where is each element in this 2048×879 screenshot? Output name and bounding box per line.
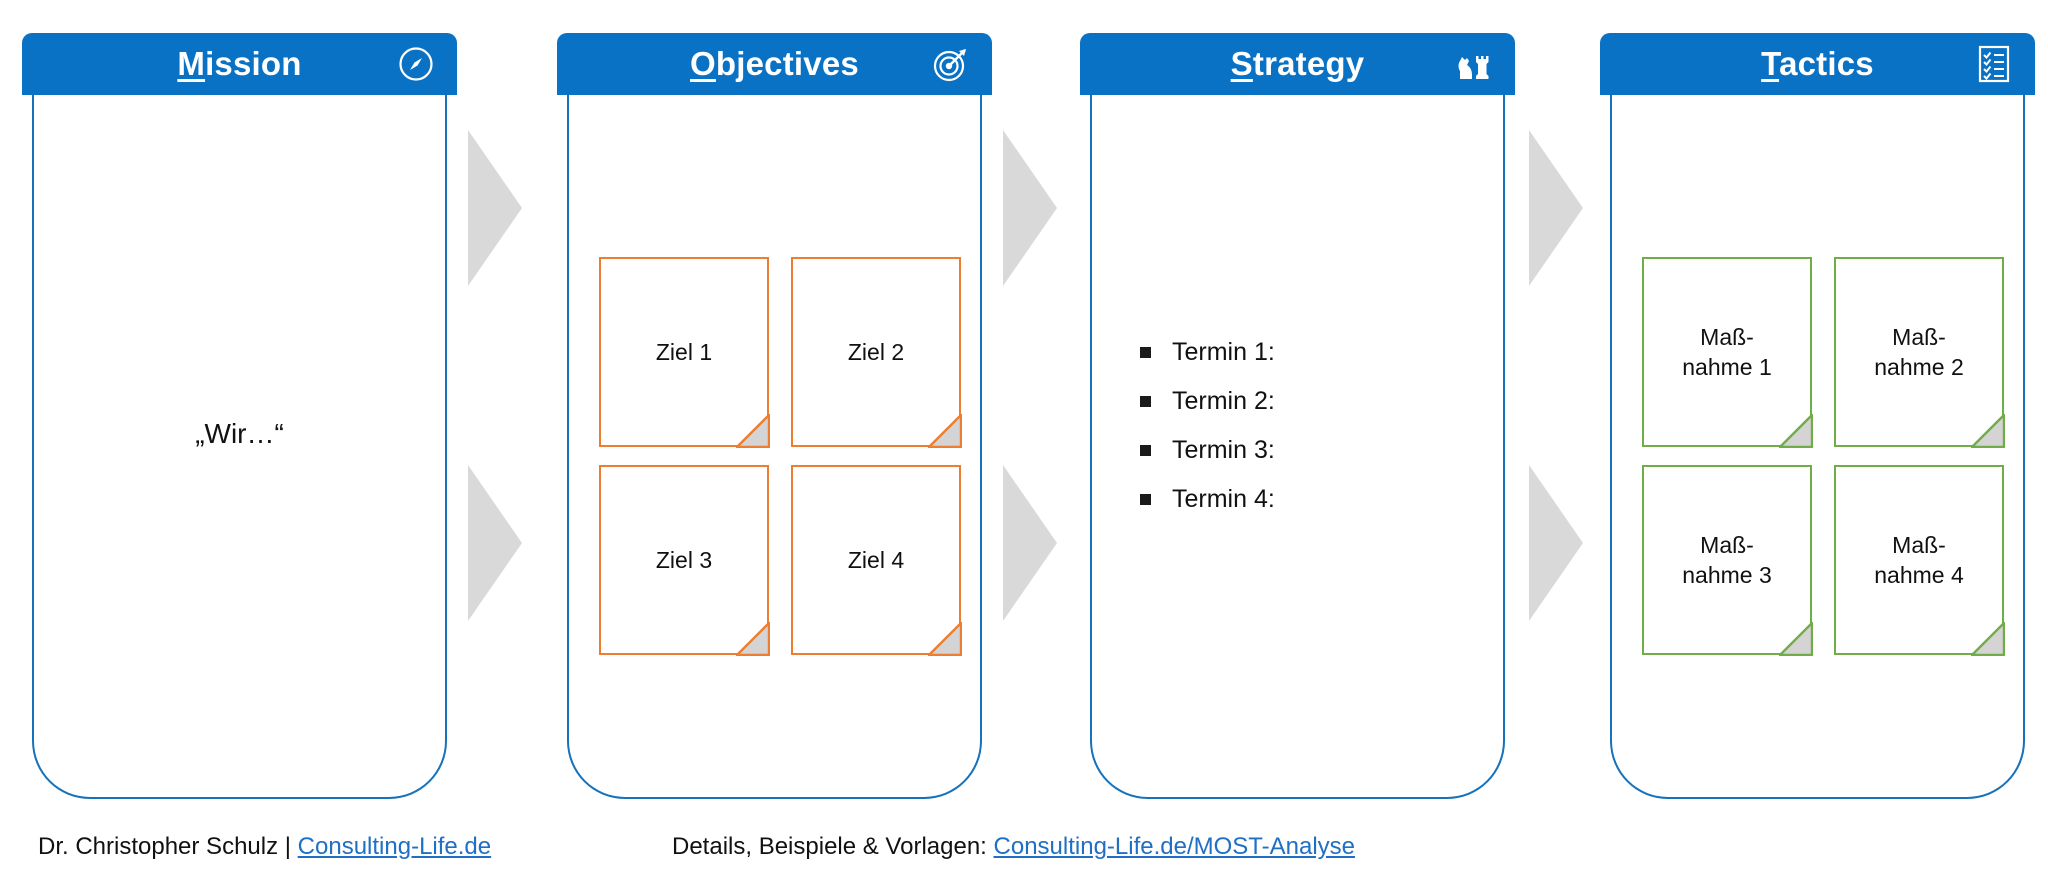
objectives-panel-body: Ziel 1 Ziel 2 (567, 73, 982, 799)
note-label-line2: nahme 3 (1682, 562, 1772, 588)
tactics-title: Tactics (1761, 45, 1874, 83)
note-label: Maß-nahme 1 (1676, 322, 1778, 383)
flow-arrow-3-top (1527, 128, 1585, 288)
mission-title-mnemonic: M (177, 45, 206, 82)
flow-arrow-2-bottom (1001, 463, 1059, 623)
note-label-line2: nahme 1 (1682, 354, 1772, 380)
square-bullet-icon (1140, 346, 1151, 358)
sticky-note[interactable]: Maß-nahme 1 (1642, 257, 1814, 449)
footer-most-analyse-link[interactable]: Consulting-Life.de/MOST-Analyse (993, 833, 1356, 860)
note-border (1642, 465, 1812, 655)
mission-title-rest: ission (205, 45, 302, 82)
square-bullet-icon (1140, 444, 1151, 456)
folded-corner-icon (926, 412, 963, 449)
note-label-line1: Maß- (1700, 531, 1754, 558)
objectives-notes-grid: Ziel 1 Ziel 2 (599, 257, 971, 657)
strategy-header[interactable]: Strategy (1080, 33, 1515, 95)
strategy-panel-body: Termin 1: Termin 2: Termin 3: Termin 4: (1090, 73, 1505, 799)
sticky-note[interactable]: Maß-nahme 2 (1834, 257, 2006, 449)
note-label: Ziel 2 (847, 338, 905, 365)
list-item[interactable]: Termin 3: (1140, 426, 1480, 474)
note-label: Ziel 3 (655, 546, 713, 573)
flow-arrow-3-bottom (1527, 463, 1585, 623)
folded-corner-icon (1969, 620, 2006, 657)
footer-author-name: Dr. Christopher Schulz | (38, 833, 298, 860)
column-objectives: Ziel 1 Ziel 2 (557, 33, 992, 799)
footer-details-line: Details, Beispiele & Vorlagen: Consultin… (672, 833, 1355, 861)
note-label-line1: Maß- (1892, 323, 1946, 350)
strategy-title-rest: trategy (1252, 45, 1365, 82)
checklist-icon (1975, 45, 2013, 83)
strategy-title: Strategy (1231, 45, 1365, 83)
note-label: Ziel 4 (847, 546, 905, 573)
note-border (791, 257, 961, 447)
note-label-line1: Maß- (1700, 323, 1754, 350)
folded-corner-icon (1777, 412, 1814, 449)
footer-site-link[interactable]: Consulting-Life.de (297, 833, 492, 860)
list-item[interactable]: Termin 1: (1140, 328, 1480, 376)
target-arrow-icon (932, 45, 970, 83)
note-label: Maß-nahme 2 (1868, 322, 1970, 383)
footer-details-label: Details, Beispiele & Vorlagen: (672, 833, 994, 860)
strategy-bullet-list: Termin 1: Termin 2: Termin 3: Termin 4: (1140, 328, 1480, 524)
strategy-title-mnemonic: S (1230, 45, 1253, 82)
tactics-notes-grid: Maß-nahme 1 Maß-nahme 2 (1642, 257, 2014, 657)
folded-corner-icon (1777, 620, 1814, 657)
note-label-line2: nahme 2 (1874, 354, 1964, 380)
tactics-panel-body: Maß-nahme 1 Maß-nahme 2 (1610, 73, 2025, 799)
bullet-label: Termin 4: (1172, 484, 1275, 513)
column-mission: „Wir…“ Mission (22, 33, 457, 799)
chess-pieces-icon (1455, 45, 1493, 83)
folded-corner-icon (734, 620, 771, 657)
flow-arrow-1-top (466, 128, 524, 288)
tactics-title-rest: actics (1779, 45, 1874, 82)
objectives-title-mnemonic: O (690, 45, 716, 82)
mission-statement-text: „Wir…“ (195, 418, 284, 449)
sticky-note[interactable]: Maß-nahme 3 (1642, 465, 1814, 657)
flow-arrow-2-top (1001, 128, 1059, 288)
objectives-header[interactable]: Objectives (557, 33, 992, 95)
note-border (1834, 465, 2004, 655)
note-border (599, 465, 769, 655)
column-tactics: Maß-nahme 1 Maß-nahme 2 (1600, 33, 2035, 799)
sticky-note[interactable]: Maß-nahme 4 (1834, 465, 2006, 657)
objectives-title: Objectives (690, 45, 859, 83)
folded-corner-icon (1969, 412, 2006, 449)
mission-title: Mission (177, 45, 301, 83)
note-border (599, 257, 769, 447)
bullet-label: Termin 2: (1172, 386, 1275, 415)
objectives-title-rest: bjectives (715, 45, 859, 82)
footer: Dr. Christopher Schulz | Consulting-Life… (0, 819, 2048, 879)
note-label: Maß-nahme 3 (1676, 530, 1778, 591)
note-border (1834, 257, 2004, 447)
square-bullet-icon (1140, 493, 1151, 505)
mission-panel-body: „Wir…“ (32, 73, 447, 799)
sticky-note[interactable]: Ziel 1 (599, 257, 771, 449)
note-label-line2: nahme 4 (1874, 562, 1964, 588)
note-label: Maß-nahme 4 (1868, 530, 1970, 591)
tactics-header[interactable]: Tactics (1600, 33, 2035, 95)
folded-corner-icon (734, 412, 771, 449)
compass-icon (397, 45, 435, 83)
list-item[interactable]: Termin 4: (1140, 475, 1480, 523)
sticky-note[interactable]: Ziel 3 (599, 465, 771, 657)
footer-author-line: Dr. Christopher Schulz | Consulting-Life… (38, 833, 491, 861)
sticky-note[interactable]: Ziel 4 (791, 465, 963, 657)
flow-arrow-1-bottom (466, 463, 524, 623)
sticky-note[interactable]: Ziel 2 (791, 257, 963, 449)
square-bullet-icon (1140, 395, 1151, 407)
note-border (791, 465, 961, 655)
note-label: Ziel 1 (655, 338, 713, 365)
tactics-title-mnemonic: T (1761, 45, 1780, 82)
list-item[interactable]: Termin 2: (1140, 377, 1480, 425)
bullet-label: Termin 1: (1172, 337, 1275, 366)
mission-header[interactable]: Mission (22, 33, 457, 95)
folded-corner-icon (926, 620, 963, 657)
column-strategy: Termin 1: Termin 2: Termin 3: Termin 4: … (1080, 33, 1515, 799)
note-label-line1: Maß- (1892, 531, 1946, 558)
note-border (1642, 257, 1812, 447)
bullet-label: Termin 3: (1172, 435, 1275, 464)
